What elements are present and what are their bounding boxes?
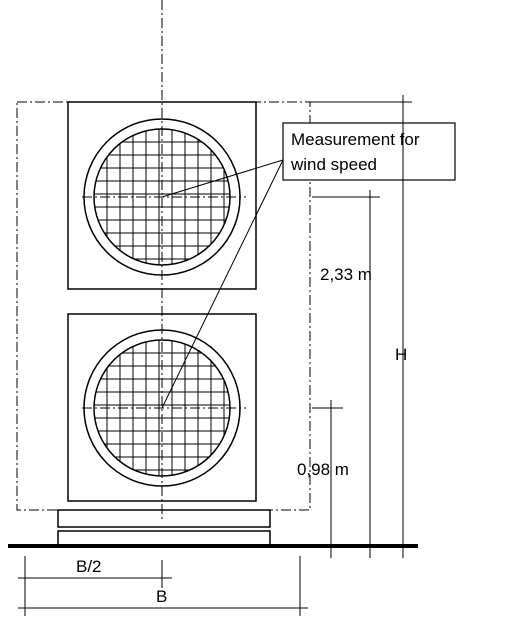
dimension-upper-point (312, 190, 380, 558)
dimension-lower-point (312, 400, 343, 558)
dimension-width (18, 556, 308, 616)
base-plate-lower (57, 530, 271, 547)
width-label: B (156, 587, 167, 606)
height-label: H (395, 345, 407, 364)
upper-fan-unit (67, 101, 257, 290)
measurement-callout-box (282, 122, 456, 181)
outer-envelope (16, 101, 311, 511)
leader-line-upper (161, 159, 284, 198)
measurement-callout-line2: wind speed (290, 155, 377, 174)
half-width-label: B/2 (76, 557, 102, 576)
dimension-height (310, 95, 412, 558)
lower-fan-unit (67, 313, 257, 502)
leader-line-lower (161, 159, 284, 409)
measurement-callout-line1: Measurement for (291, 130, 420, 149)
upper-fan-housing (67, 101, 257, 290)
lower-fan-housing (67, 313, 257, 502)
base-plate-upper (57, 509, 271, 528)
lower-height-label: 0,98 m (297, 460, 349, 479)
upper-height-label: 2,33 m (320, 265, 372, 284)
dimension-half-width (18, 556, 172, 588)
